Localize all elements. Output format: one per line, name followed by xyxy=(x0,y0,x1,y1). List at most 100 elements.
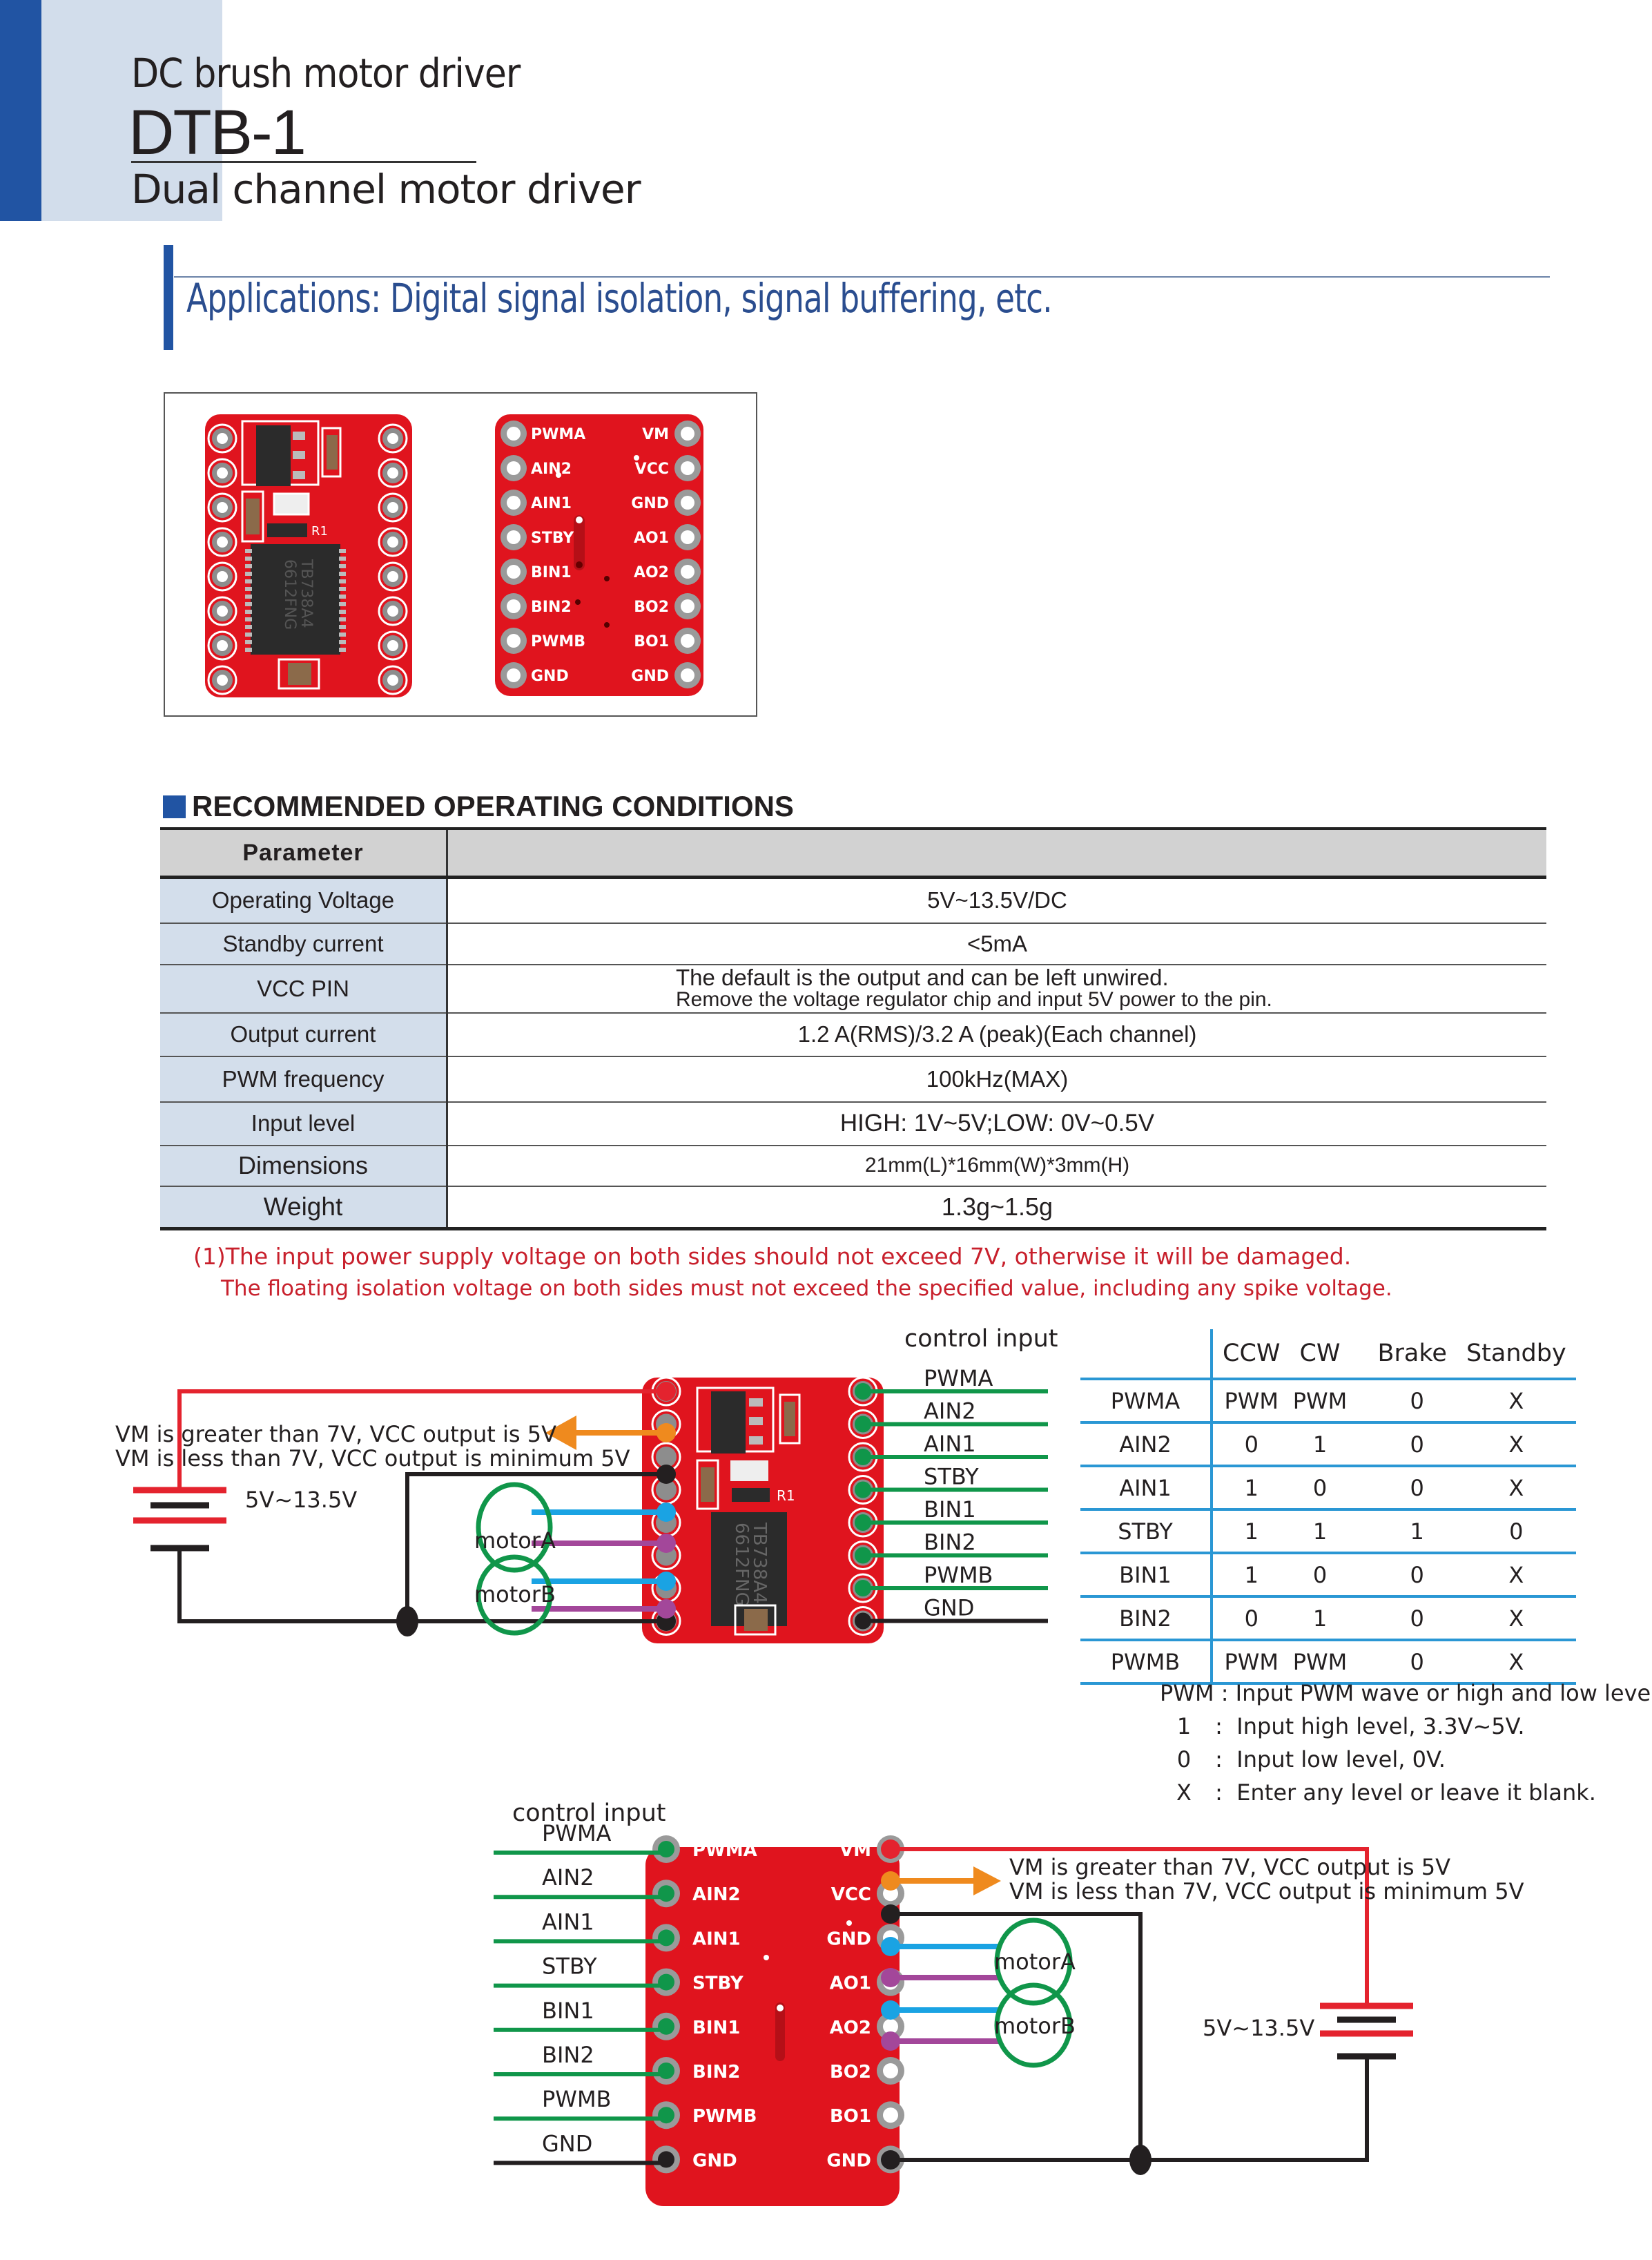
truth-header-brake: Brake xyxy=(1377,1340,1447,1367)
gnd-wire-1 xyxy=(405,1472,666,1621)
legend-item: 0 : Input low level, 0V. xyxy=(1160,1743,1652,1776)
vcc-pin-note-line1: The default is the output and can be lef… xyxy=(676,964,1169,990)
truth-cell: X xyxy=(1456,1639,1576,1685)
pin-label: VM xyxy=(642,426,669,443)
svg-text:R1: R1 xyxy=(777,1487,795,1504)
legend-separator: : xyxy=(1215,1713,1223,1739)
pin-label: VCC xyxy=(635,461,669,478)
board-pin-label: BO2 xyxy=(830,2062,871,2083)
pin-label: AO2 xyxy=(634,564,669,581)
board-pin-label: PWMA xyxy=(692,1840,757,1861)
vm-wire xyxy=(177,1389,666,1490)
header-accent-panel xyxy=(41,0,222,221)
battery-icon xyxy=(133,1487,226,1552)
board-pin-label: BIN2 xyxy=(692,2062,740,2083)
legend-text: Input PWM wave or high and low level. xyxy=(1235,1680,1652,1706)
truth-cell: 1 xyxy=(1212,1552,1290,1596)
truth-cell: 0 xyxy=(1350,1421,1457,1466)
table-row: Operating Voltage 5V~13.5V/DC xyxy=(160,877,1546,923)
vcc-note-line1: VM is greater than 7V, VCC output is 5V xyxy=(1009,1854,1450,1880)
battery-icon xyxy=(1320,2002,1413,2060)
product-description: Dual channel motor driver xyxy=(131,166,641,213)
truth-cell: X xyxy=(1456,1378,1576,1422)
board-pin-label: GND xyxy=(826,1929,871,1949)
table-row: Weight 1.3g~1.5g xyxy=(160,1186,1546,1229)
legend-text: Input high level, 3.3V~5V. xyxy=(1236,1713,1525,1739)
chip-marking-line2: 6612FNG xyxy=(731,1523,752,1606)
board-pin-label: AO1 xyxy=(830,1973,871,1994)
legend-text: Enter any level or leave it blank. xyxy=(1236,1779,1596,1806)
truth-cell: 0 xyxy=(1456,1508,1576,1553)
legend-item: 1 : Input high level, 3.3V~5V. xyxy=(1160,1710,1652,1743)
board-pin-label: BIN1 xyxy=(692,2018,740,2038)
truth-cell: X xyxy=(1456,1595,1576,1640)
param-cell: Output current xyxy=(160,1012,448,1056)
truth-cell: 0 xyxy=(1290,1465,1350,1509)
driver-board xyxy=(642,1378,884,1643)
vcc-pin-note-line2: Remove the voltage regulator chip and in… xyxy=(676,987,1272,1011)
chip-marking-line1: TB738A4 xyxy=(298,559,315,628)
truth-header-cw: CW xyxy=(1299,1340,1341,1367)
truth-cell: X xyxy=(1456,1421,1576,1466)
truth-cell: 1 xyxy=(1350,1508,1457,1553)
vcc-note-line2: VM is less than 7V, VCC output is minimu… xyxy=(115,1445,630,1471)
product-category: DC brush motor driver xyxy=(131,50,521,97)
control-pin-label: BIN2 xyxy=(542,2042,594,2068)
value-cell: 1.3g~1.5g xyxy=(941,1192,1053,1221)
table-header-row: Parameter xyxy=(160,829,1546,878)
truth-cell: 0 xyxy=(1212,1595,1290,1640)
control-pin-label: PWMA xyxy=(542,1820,612,1846)
param-cell: Standby current xyxy=(160,923,448,965)
product-model: DTB-1 xyxy=(128,97,307,168)
chip-marking-line1: TB738A4 xyxy=(749,1522,770,1604)
legend-item: PWM : Input PWM wave or high and low lev… xyxy=(1160,1677,1652,1710)
pin-label: GND xyxy=(631,668,669,685)
truth-pin-label: STBY xyxy=(1080,1508,1213,1553)
control-pin-label: AIN1 xyxy=(924,1431,976,1457)
truth-pin-label: BIN2 xyxy=(1080,1595,1213,1640)
gnd-wire-2 xyxy=(177,1548,666,1623)
control-pin-label: BIN2 xyxy=(924,1529,976,1556)
applications-text: Applications: Digital signal isolation, … xyxy=(186,275,1053,322)
title-divider xyxy=(131,161,476,163)
gnd-wire-2 xyxy=(891,2056,1369,2162)
pin-label: AIN1 xyxy=(531,495,572,512)
table-row: VCC PIN The default is the output and ca… xyxy=(160,964,1546,1013)
warning-note-line2: The floating isolation voltage on both s… xyxy=(221,1276,1392,1301)
motor-b-icon xyxy=(994,1982,1073,2068)
battery-voltage-label: 5V~13.5V xyxy=(1203,2015,1314,2041)
legend-key: PWM xyxy=(1160,1680,1214,1706)
vm-pin-dot xyxy=(657,1382,676,1401)
value-cell: 21mm(L)*16mm(W)*3mm(H) xyxy=(864,1154,1130,1177)
truth-cell: PWM xyxy=(1290,1639,1350,1685)
board-pin-label: BO1 xyxy=(830,2106,871,2127)
pin-label: GND xyxy=(531,668,569,685)
control-pin-label: GND xyxy=(542,2130,592,2156)
board-pin-label: STBY xyxy=(692,1973,744,1994)
applications-divider xyxy=(174,276,1550,278)
control-pin-label: PWMB xyxy=(924,1562,993,1588)
board-pin-label: AO2 xyxy=(830,2018,871,2038)
pin-label: BIN1 xyxy=(531,564,572,581)
pin-label: PWMB xyxy=(531,633,585,650)
gnd-wire-1 xyxy=(891,1912,1143,2160)
junction-dot xyxy=(396,1606,418,1636)
motor-b-label: motorB xyxy=(994,2013,1076,2039)
legend-key: 1 xyxy=(1176,1713,1192,1739)
truth-cell: 0 xyxy=(1350,1378,1457,1422)
legend-separator: : xyxy=(1215,1746,1223,1773)
truth-pin-label: PWMA xyxy=(1080,1378,1213,1422)
value-cell: 100kHz(MAX) xyxy=(926,1065,1069,1092)
table-row: Standby current <5mA xyxy=(160,923,1546,965)
vcc-arrow-icon xyxy=(545,1416,576,1450)
header-accent-bar xyxy=(0,0,41,221)
legend-separator: : xyxy=(1221,1680,1229,1706)
board-pin-label: PWMB xyxy=(692,2106,757,2127)
table-row: PWM frequency 100kHz(MAX) xyxy=(160,1056,1546,1102)
board-pin-label: GND xyxy=(826,2150,871,2171)
truth-cell: 0 xyxy=(1290,1552,1350,1596)
